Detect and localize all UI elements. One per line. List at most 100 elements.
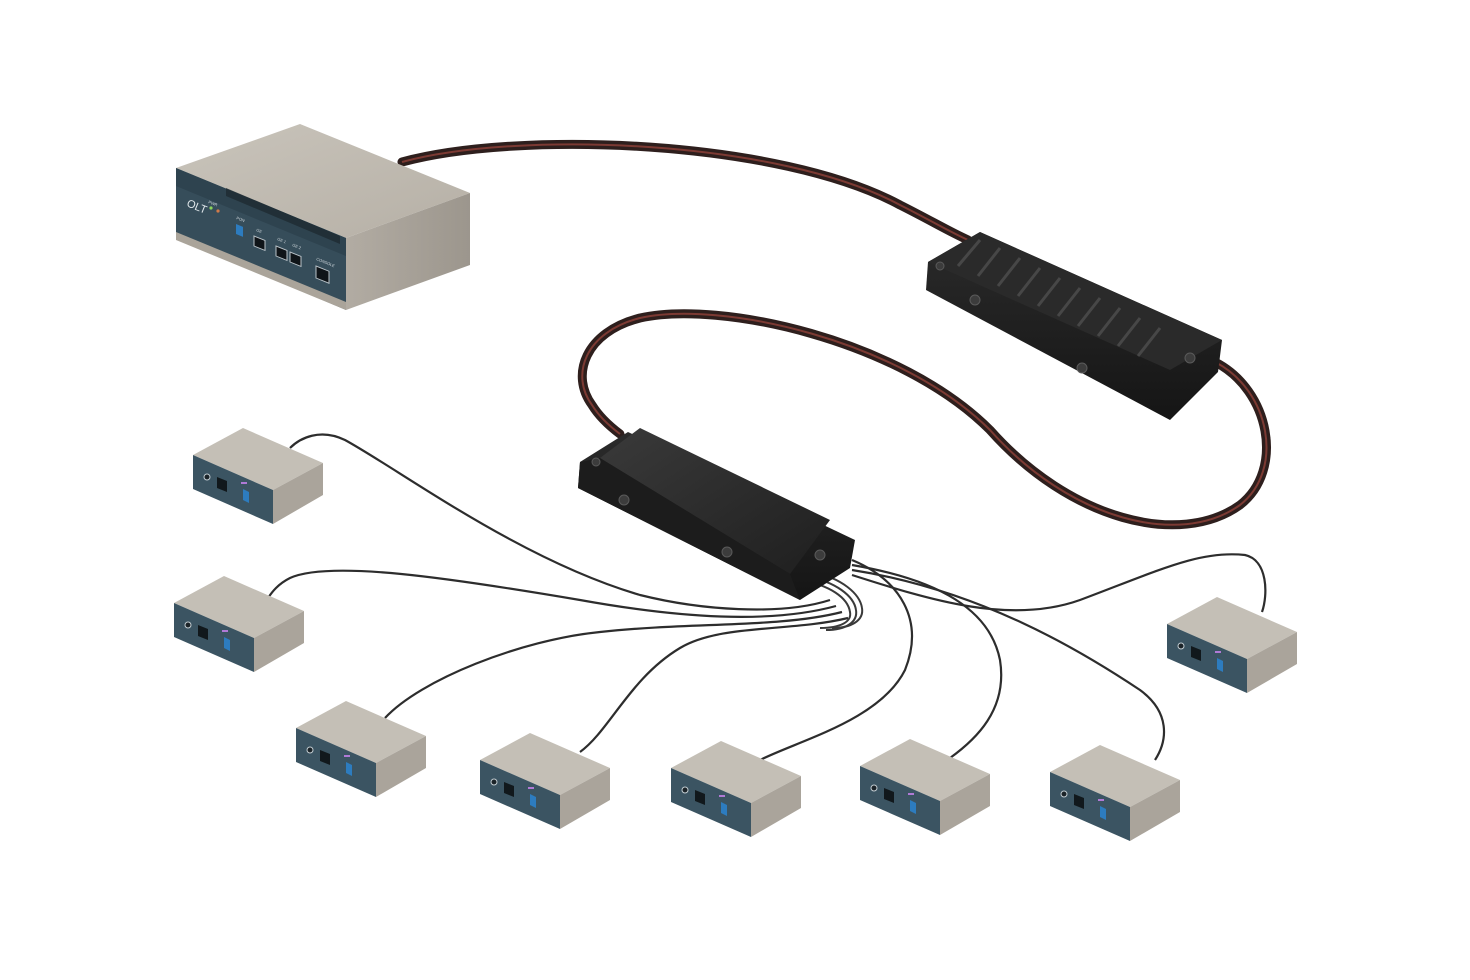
- onu-pon-port: [721, 802, 727, 816]
- onu-status-led: [241, 482, 247, 484]
- onu-side: [1130, 780, 1180, 841]
- onu-top: [1167, 597, 1297, 659]
- feeder-cable-olt-to-closure: [397, 139, 973, 245]
- olt-port-label-pwr: PWR: [208, 199, 219, 207]
- onu-status-led: [222, 630, 228, 632]
- feeder-cable-loop-closure-to-splitter: [577, 309, 1271, 530]
- olt-ge-port-2: [275, 245, 288, 262]
- drop-cable-1: [289, 433, 831, 611]
- drop-cable-7: [851, 568, 1166, 761]
- onu-power-port: [870, 784, 878, 792]
- onu-top: [193, 428, 323, 490]
- onu-front: [1167, 624, 1247, 693]
- onu-side: [273, 463, 323, 524]
- onu-front: [193, 455, 273, 524]
- olt-port-label-pon: PON: [236, 215, 246, 223]
- onu-status-led: [908, 793, 914, 795]
- splitter-closure: [578, 428, 855, 600]
- onu-device: [671, 741, 801, 837]
- onu-device: [1050, 745, 1180, 841]
- onu-top: [671, 741, 801, 803]
- onu-lan-port: [320, 750, 330, 765]
- drop-cable-4: [579, 616, 849, 753]
- onu-lan-port: [695, 790, 705, 805]
- onu-side: [940, 774, 990, 835]
- drop-cable-8: [851, 553, 1267, 613]
- splitter-bolt: [618, 494, 630, 506]
- closure-bolt: [969, 294, 981, 306]
- drop-cable-6: [851, 563, 1003, 759]
- olt-pon-led: [216, 209, 220, 213]
- closure-bolt: [935, 261, 945, 271]
- onu-power-port: [306, 746, 314, 754]
- onu-top: [480, 733, 610, 795]
- onu-side: [560, 768, 610, 829]
- onu-top: [296, 701, 426, 763]
- onu-lan-port: [504, 782, 514, 797]
- onu-power-port: [681, 786, 689, 794]
- onu-pon-port: [1217, 658, 1223, 672]
- onu-front: [480, 760, 560, 829]
- olt-ge-port-1: [253, 235, 266, 252]
- onu-front: [296, 728, 376, 797]
- onu-top: [860, 739, 990, 801]
- onu-status-led: [719, 795, 725, 797]
- onu-status-led: [344, 755, 350, 757]
- onu-power-port: [1177, 642, 1185, 650]
- onu-front: [671, 768, 751, 837]
- onu-front: [860, 766, 940, 835]
- splitter-bolt: [591, 457, 601, 467]
- splitter-bolt: [721, 546, 733, 558]
- olt-ge-port-3: [289, 251, 302, 268]
- onu-lan-port: [1074, 794, 1084, 809]
- drop-cable-5: [759, 558, 914, 761]
- splitter-bolt: [814, 549, 826, 561]
- onu-pon-port: [243, 489, 249, 503]
- onu-side: [1247, 632, 1297, 693]
- onu-power-port: [1060, 790, 1068, 798]
- closure-bolt: [1076, 362, 1088, 374]
- olt-port-label-ge1: GE 1: [277, 236, 288, 244]
- drop-cable-2: [267, 569, 837, 618]
- onu-lan-port: [217, 477, 227, 492]
- onu-side: [751, 776, 801, 837]
- onu-device: [480, 733, 610, 829]
- onu-power-port: [203, 473, 211, 481]
- onu-front: [174, 603, 254, 672]
- onu-lan-port: [198, 625, 208, 640]
- olt-console-port: [315, 265, 330, 284]
- splitter-fanout-bundle: [799, 571, 864, 631]
- onu-pon-port: [910, 800, 916, 814]
- olt-status-led: [209, 206, 213, 210]
- onu-device: [296, 701, 426, 797]
- olt-pon-port: [236, 223, 243, 237]
- onu-device: [174, 576, 304, 672]
- onu-front: [1050, 772, 1130, 841]
- onu-power-port: [490, 778, 498, 786]
- closure-ribs: [956, 239, 1162, 357]
- onu-power-port: [184, 621, 192, 629]
- closure-bolt: [1184, 352, 1196, 364]
- onu-status-led: [528, 787, 534, 789]
- onu-device: [1167, 597, 1297, 693]
- ribbed-splice-closure: [926, 232, 1222, 420]
- onu-device: [193, 428, 323, 524]
- olt-port-label-ge: GE: [256, 227, 264, 234]
- olt-device: OLT PWR PON GE GE 1 GE 2 CONSOLE: [176, 124, 470, 310]
- onu-top: [1050, 745, 1180, 807]
- onu-pon-port: [1100, 806, 1106, 820]
- drop-cable-3: [384, 610, 843, 719]
- onu-pon-port: [530, 794, 536, 808]
- onu-device: [860, 739, 990, 835]
- onu-lan-port: [1191, 646, 1201, 661]
- onu-side: [254, 611, 304, 672]
- onu-lan-port: [884, 788, 894, 803]
- onu-pon-port: [346, 762, 352, 776]
- onu-status-led: [1215, 651, 1221, 653]
- onu-status-led: [1098, 799, 1104, 801]
- onu-pon-port: [224, 637, 230, 651]
- onu-devices: [174, 428, 1297, 841]
- olt-port-label-ge2: GE 2: [292, 242, 303, 250]
- onu-side: [376, 736, 426, 797]
